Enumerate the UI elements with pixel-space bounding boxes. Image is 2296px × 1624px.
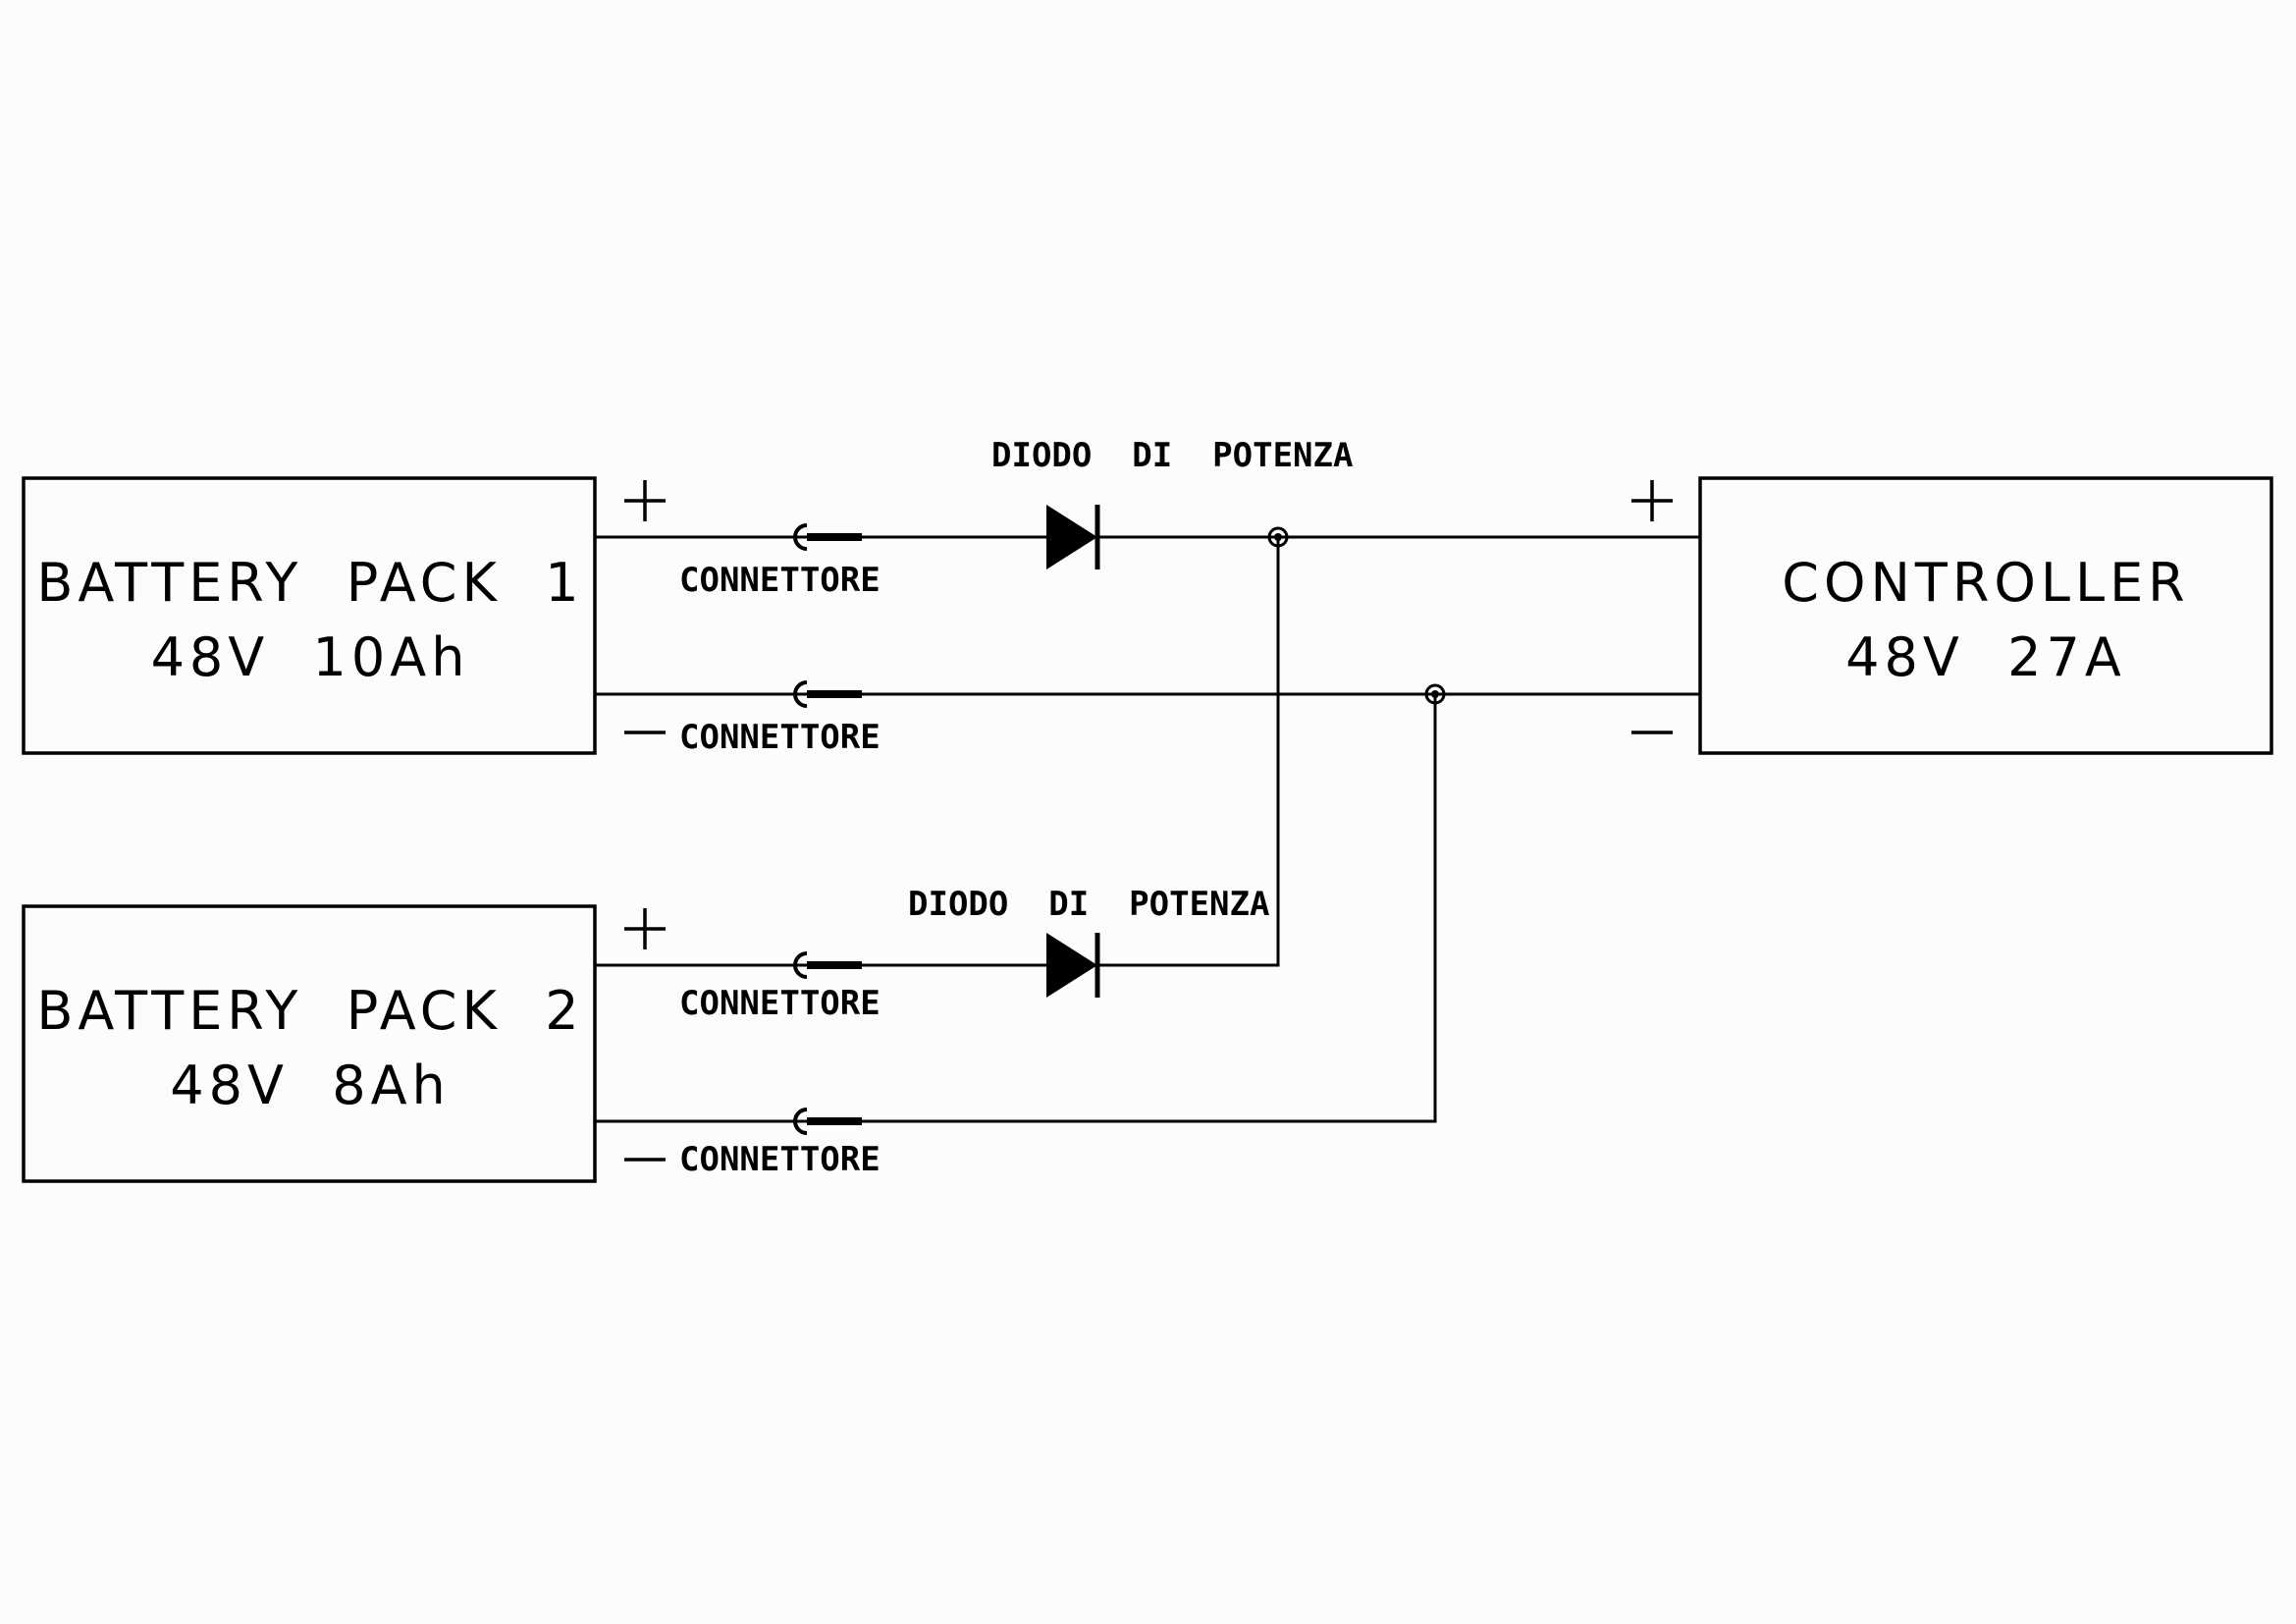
connector-label-battery-2-negative: CONNETTORE: [679, 1140, 881, 1179]
battery-pack-1-box: [22, 476, 597, 755]
battery-pack-1-spec: 48V 10Ah: [151, 626, 470, 688]
battery-2-plus-sign: [624, 908, 666, 949]
battery-pack-2-box: [22, 904, 597, 1183]
battery-pack-1: BATTERY PACK 1 48V 10Ah: [22, 476, 597, 755]
controller-name: CONTROLLER: [1782, 552, 2189, 614]
connector-battery-2-positive: [793, 951, 862, 979]
battery-pack-2-spec: 48V 8Ah: [170, 1055, 451, 1116]
connector-battery-2-negative: [793, 1108, 862, 1135]
controller-plus-sign: [1631, 480, 1673, 521]
controller-spec: 48V 27A: [1845, 626, 2126, 688]
diode-battery-2: [1013, 933, 1103, 998]
battery-1-plus-sign: [624, 480, 666, 521]
diode-battery-1: [1013, 505, 1103, 569]
connector-label-battery-2-positive: CONNETTORE: [679, 984, 881, 1023]
positive-junction: [1267, 526, 1289, 548]
battery-pack-2-name: BATTERY PACK 2: [36, 980, 583, 1042]
diode-label-bottom: DIODO DI POTENZA: [908, 885, 1269, 924]
connector-label-battery-1-positive: CONNETTORE: [679, 561, 881, 600]
connector-battery-1-negative: [793, 680, 862, 708]
battery-2-positive-wire-c: [1103, 537, 1280, 967]
battery-pack-2: BATTERY PACK 2 48V 8Ah: [22, 904, 597, 1183]
connector-battery-1-positive: [793, 523, 862, 551]
controller-box: [1698, 476, 2273, 755]
negative-junction: [1424, 683, 1446, 705]
controller: CONTROLLER 48V 27A: [1698, 476, 2273, 755]
connector-label-battery-1-negative: CONNETTORE: [679, 718, 881, 757]
diode-label-top: DIODO DI POTENZA: [991, 436, 1353, 475]
battery-pack-1-name: BATTERY PACK 1: [36, 552, 583, 614]
battery-2-negative-wire-b: [862, 694, 1437, 1123]
